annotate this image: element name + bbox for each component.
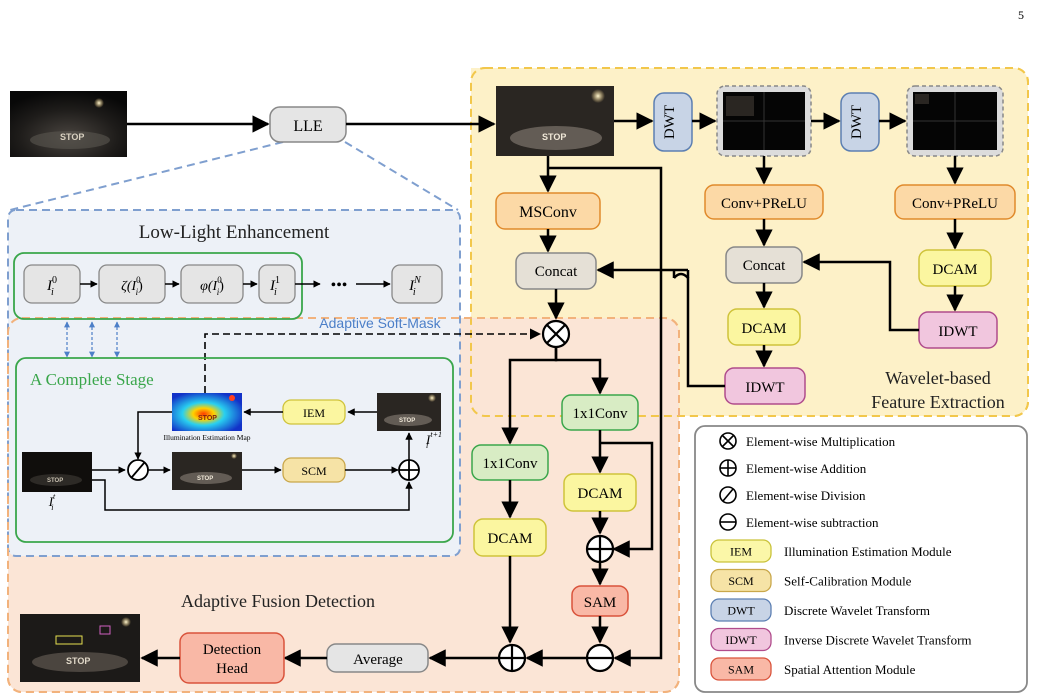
dcam-label-a: DCAM: [487, 531, 532, 547]
svg-text:STOP: STOP: [66, 656, 90, 666]
legend-dwt-item: DWT Discrete Wavelet Transform: [710, 598, 930, 622]
stage-input-image: STOP: [22, 452, 92, 492]
legend-dwt-text: Discrete Wavelet Transform: [784, 603, 930, 618]
legend-idwt-item: IDWT Inverse Discrete Wavelet Transform: [710, 627, 972, 652]
dwt-label-2: DWT: [849, 105, 865, 139]
detection-output-image: STOP: [20, 614, 140, 682]
legend-iem-swatch: [710, 539, 772, 563]
detection-head-label-2: Head: [216, 661, 248, 677]
dcam-wave-label-2: DCAM: [932, 262, 977, 278]
legend-scm-abbr: SCM: [728, 574, 754, 588]
legend-sam-item: SAM Spatial Attention Module: [710, 657, 916, 681]
legend-div-text: Element-wise Division: [746, 488, 866, 503]
add-node-fusion: [497, 643, 527, 673]
svg-text:STOP: STOP: [399, 418, 415, 424]
svg-text:STOP: STOP: [542, 132, 566, 142]
legend-sam-abbr: SAM: [728, 663, 754, 677]
msconv-label: MSConv: [519, 204, 577, 221]
adaptive-soft-mask-label: Adaptive Soft-Mask: [319, 315, 441, 331]
lle-label: LLE: [293, 118, 322, 135]
add-node-stage: [398, 459, 420, 481]
detection-head-label-1: Detection: [203, 642, 262, 658]
idwt-label-2: IDWT: [938, 324, 977, 340]
low-light-title: Low-Light Enhancement: [139, 222, 330, 243]
dcam-label-b: DCAM: [577, 486, 622, 502]
fusion-title: Adaptive Fusion Detection: [181, 591, 375, 611]
svg-text:STOP: STOP: [47, 478, 63, 484]
legend-scm-item: SCM Self-Calibration Module: [710, 568, 912, 593]
legend-sam-swatch: [710, 657, 772, 681]
conv-prelu-label-1: Conv+PReLU: [721, 196, 807, 212]
divide-node: [127, 459, 149, 481]
dwt-label-1: DWT: [662, 105, 678, 139]
concat-main-label: Concat: [535, 264, 578, 280]
svg-text:φ(I0i): φ(I0i): [200, 275, 224, 297]
legend-box: [694, 425, 1028, 693]
complete-stage-title: A Complete Stage: [30, 370, 154, 389]
legend-iem-abbr: IEM: [730, 545, 752, 559]
conv-prelu-label-2: Conv+PReLU: [912, 196, 998, 212]
iem-label: IEM: [303, 406, 325, 420]
chain-dots: •••: [331, 277, 348, 294]
multiply-node: [541, 319, 571, 349]
idwt-label-1: IDWT: [745, 380, 784, 396]
svg-text:ζ(I0i): ζ(I0i): [121, 275, 143, 297]
svg-text:STOP: STOP: [197, 476, 213, 482]
legend-scm-swatch: [710, 568, 772, 593]
scm-label: SCM: [301, 464, 327, 478]
legend-iem-text: Illumination Estimation Module: [784, 544, 952, 559]
legend-sam-text: Spatial Attention Module: [784, 662, 916, 677]
stage-output-image: STOP: [377, 393, 441, 431]
svg-text:I0i: I0i: [46, 275, 57, 298]
legend-dwt-abbr: DWT: [727, 604, 755, 618]
svg-text:INi: INi: [408, 275, 422, 298]
legend-scm-text: Self-Calibration Module: [784, 574, 912, 589]
average-label: Average: [353, 652, 403, 668]
svg-text:I1i: I1i: [269, 275, 280, 298]
legend-add-item: Element-wise Addition: [719, 459, 867, 477]
legend-iem-item: IEM Illumination Estimation Module: [710, 539, 952, 563]
legend-idwt-swatch: [710, 627, 772, 652]
conv1x1-label-a: 1x1Conv: [482, 456, 538, 472]
wavelet-title-line1: Wavelet-based: [885, 368, 991, 388]
legend-add-text: Element-wise Addition: [746, 461, 867, 476]
legend-idwt-abbr: IDWT: [725, 633, 757, 647]
page-number: 5: [1018, 8, 1024, 22]
legend-mult-text: Element-wise Multiplication: [746, 434, 896, 449]
sam-label: SAM: [584, 595, 617, 611]
illumination-map-image: STOP: [172, 393, 242, 431]
svg-text:STOP: STOP: [198, 415, 217, 422]
enhanced-image: STOP: [496, 86, 614, 156]
dcam-wave-label-1: DCAM: [741, 321, 786, 337]
legend-sub-item: Element-wise subtraction: [719, 513, 879, 531]
add-node-residual: [585, 534, 615, 564]
legend-sub-text: Element-wise subtraction: [746, 515, 879, 530]
divided-image: STOP: [172, 452, 242, 490]
complete-stage-box: [15, 357, 454, 543]
legend-idwt-text: Inverse Discrete Wavelet Transform: [784, 633, 972, 648]
stage-chain-box: [13, 252, 303, 320]
svg-text:STOP: STOP: [60, 132, 84, 142]
legend-dwt-swatch: [710, 598, 772, 622]
conv1x1-label-b: 1x1Conv: [572, 406, 628, 422]
concat-wave-label: Concat: [743, 258, 786, 274]
wavelet-title-line2: Feature Extraction: [871, 392, 1004, 412]
legend-mult-item: Element-wise Multiplication: [719, 432, 896, 450]
input-image: STOP: [10, 91, 127, 157]
illumination-map-caption: Illumination Estimation Map: [163, 433, 250, 442]
legend-div-item: Element-wise Division: [719, 486, 866, 504]
subtract-node: [585, 643, 615, 673]
